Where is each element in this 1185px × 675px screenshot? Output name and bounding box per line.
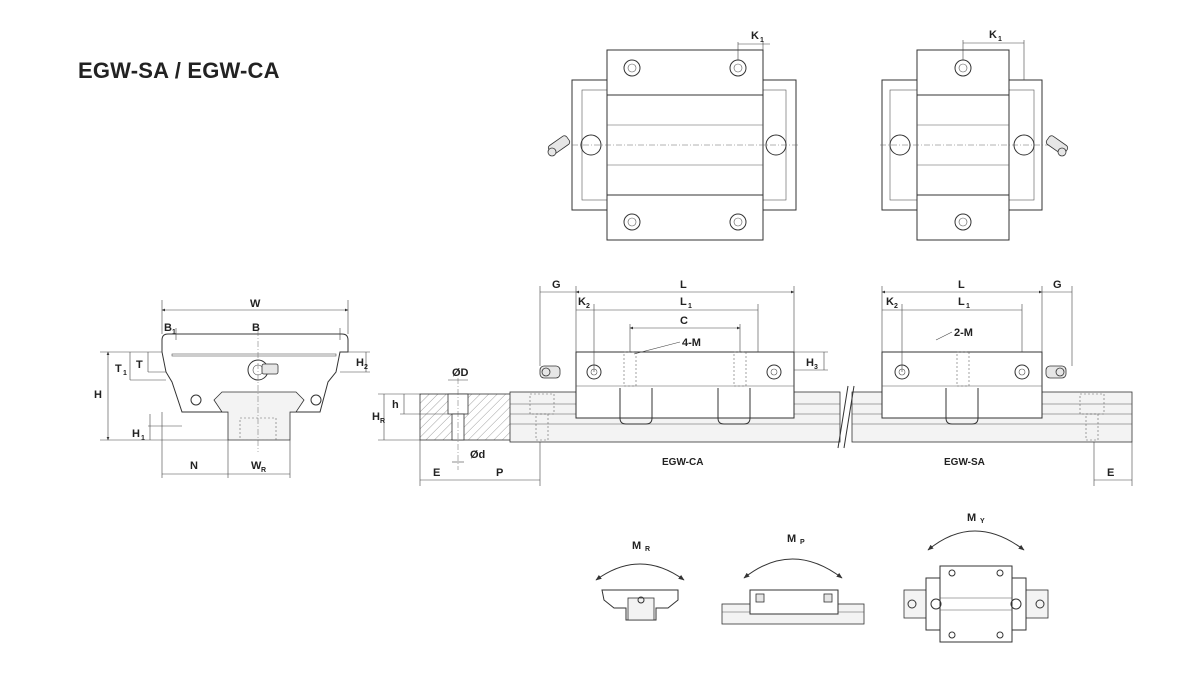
dim-c: C	[680, 315, 688, 327]
dim-k1: K	[751, 30, 759, 42]
dim-t: T	[136, 359, 143, 371]
dim-h: H	[94, 389, 102, 401]
moment-mr: M R	[595, 540, 685, 621]
moment-my: M Y	[903, 512, 1049, 643]
label-mp-sub: P	[800, 539, 805, 546]
dim-t1-sub: 1	[123, 370, 127, 377]
front-section-view: W B B 1 H T 1 T H 1 H 2 N W R	[94, 298, 370, 478]
grease-nipple-icon	[547, 135, 571, 157]
dim-b1: B	[164, 322, 172, 334]
dim-k2-sa: K	[886, 296, 894, 308]
dim-g-sa: G	[1053, 279, 1062, 291]
label-2m: 2-M	[954, 327, 973, 339]
dim-k2-sa-sub: 2	[894, 303, 898, 310]
dim-h3: H	[806, 357, 814, 369]
dim-w: W	[250, 298, 261, 310]
dim-od-small: Ød	[470, 449, 485, 461]
dim-l1-sub: 1	[688, 303, 692, 310]
dim-k2-sub: 2	[586, 303, 590, 310]
dim-h1-sub: 1	[141, 435, 145, 442]
side-view-ca: G L L 1 K 2 C 4-M H 3 EGW-CA	[539, 279, 828, 468]
dim-g: G	[552, 279, 561, 291]
dim-k2: K	[578, 296, 586, 308]
page-title: EGW-SA / EGW-CA	[78, 58, 280, 83]
dim-od: ØD	[452, 367, 469, 379]
moment-mp: M P	[721, 533, 865, 625]
dim-n: N	[190, 460, 198, 472]
dim-p: P	[496, 467, 503, 479]
dim-l-sa: L	[958, 279, 965, 291]
dim-k1-sa-sub: 1	[998, 36, 1002, 43]
side-view-sa: L G L 1 K 2 2-M EGW-SA E	[881, 279, 1133, 486]
dim-h3-sub: 3	[814, 364, 818, 371]
top-view-ca: K 1	[547, 30, 800, 241]
dim-hr-sub: R	[380, 418, 385, 425]
dim-wr-sub: R	[261, 467, 266, 474]
grease-nipple-icon	[1045, 135, 1069, 157]
top-view-sa: K 1	[880, 29, 1069, 241]
dim-l1: L	[680, 296, 687, 308]
dim-h2-sub: 2	[364, 364, 368, 371]
label-mr-sub: R	[645, 546, 650, 553]
grease-nipple-icon	[1045, 365, 1067, 379]
label-4m: 4-M	[682, 337, 701, 349]
dim-b: B	[252, 322, 260, 334]
dim-b1-sub: 1	[172, 329, 176, 336]
dim-k1-sa: K	[989, 29, 997, 41]
dim-h1: H	[132, 428, 140, 440]
caption-sa: EGW-SA	[944, 457, 985, 468]
dim-h2: H	[356, 357, 364, 369]
dim-k1-sub: 1	[760, 37, 764, 44]
dim-e-right: E	[1107, 467, 1114, 479]
dim-h-small: h	[392, 399, 399, 411]
dim-hr: H	[372, 411, 380, 423]
caption-ca: EGW-CA	[662, 457, 703, 468]
label-my: M	[967, 512, 976, 524]
mount-hole	[580, 59, 787, 231]
dim-l: L	[680, 279, 687, 291]
dim-l1-sa: L	[958, 296, 965, 308]
dim-l1-sa-sub: 1	[966, 303, 970, 310]
dim-e-left: E	[433, 467, 440, 479]
label-mp: M	[787, 533, 796, 545]
dim-wr: W	[251, 460, 262, 472]
label-my-sub: Y	[980, 518, 985, 525]
grease-nipple-icon	[539, 365, 561, 379]
label-mr: M	[632, 540, 641, 552]
dim-t1: T	[115, 363, 122, 375]
